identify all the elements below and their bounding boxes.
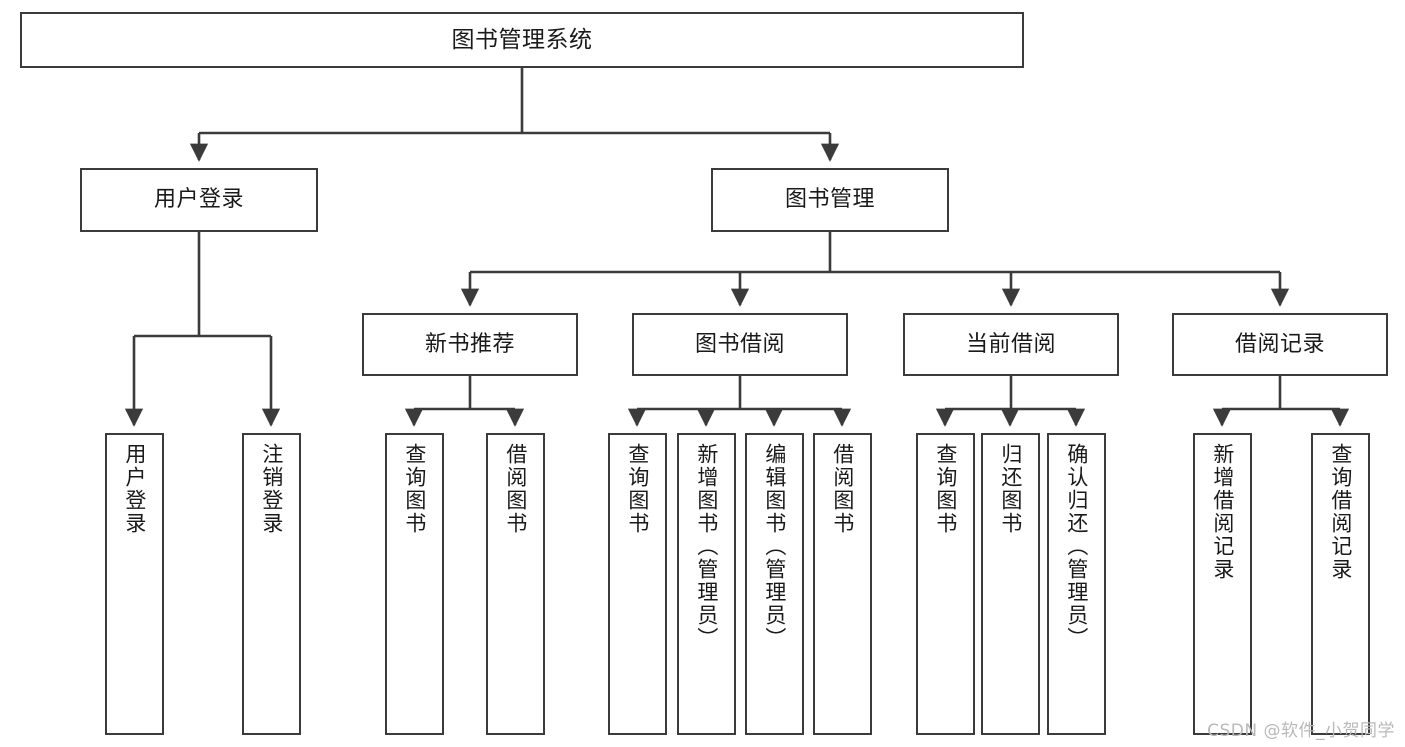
node-leaf-borrow-book-1-label: 借阅图书 bbox=[503, 443, 528, 535]
node-leaf-query-book-2-label: 查询图书 bbox=[625, 443, 650, 535]
node-leaf-confirm-return-label: 确认归还（管理员） bbox=[1064, 443, 1089, 650]
node-current-borrow-label: 当前借阅 bbox=[965, 331, 1056, 357]
node-borrow-record-label: 借阅记录 bbox=[1234, 331, 1325, 357]
node-current-borrow[interactable]: 当前借阅 bbox=[903, 313, 1119, 376]
node-leaf-return-book[interactable]: 归还图书 bbox=[981, 433, 1040, 735]
node-leaf-borrow-book-1[interactable]: 借阅图书 bbox=[486, 433, 545, 735]
node-leaf-return-book-label: 归还图书 bbox=[998, 443, 1023, 535]
node-leaf-add-record[interactable]: 新增借阅记录 bbox=[1193, 433, 1252, 735]
node-leaf-borrow-book-2-label: 借阅图书 bbox=[830, 443, 855, 535]
node-user-login-label: 用户登录 bbox=[153, 187, 244, 213]
node-leaf-user-login[interactable]: 用户登录 bbox=[105, 433, 164, 735]
node-user-login[interactable]: 用户登录 bbox=[80, 168, 318, 232]
node-leaf-query-book-2[interactable]: 查询图书 bbox=[608, 433, 667, 735]
node-leaf-add-book[interactable]: 新增图书（管理员） bbox=[677, 433, 736, 735]
node-root[interactable]: 图书管理系统 bbox=[20, 12, 1024, 68]
node-leaf-edit-book-label: 编辑图书（管理员） bbox=[762, 443, 787, 650]
watermark: CSDN @软件_小贺同学 bbox=[1207, 721, 1395, 741]
node-leaf-add-book-label: 新增图书（管理员） bbox=[694, 443, 719, 650]
node-leaf-confirm-return[interactable]: 确认归还（管理员） bbox=[1047, 433, 1106, 735]
node-book-manage[interactable]: 图书管理 bbox=[711, 168, 949, 232]
node-leaf-user-logout[interactable]: 注销登录 bbox=[242, 433, 301, 735]
node-leaf-borrow-book-2[interactable]: 借阅图书 bbox=[813, 433, 872, 735]
node-leaf-query-record[interactable]: 查询借阅记录 bbox=[1311, 433, 1370, 735]
node-book-borrow-label: 图书借阅 bbox=[694, 331, 785, 357]
node-leaf-add-record-label: 新增借阅记录 bbox=[1210, 443, 1235, 581]
node-leaf-query-book-3-label: 查询图书 bbox=[933, 443, 958, 535]
node-leaf-edit-book[interactable]: 编辑图书（管理员） bbox=[745, 433, 804, 735]
node-book-manage-label: 图书管理 bbox=[784, 187, 875, 213]
node-leaf-query-book-1-label: 查询图书 bbox=[402, 443, 427, 535]
node-new-book-rec-label: 新书推荐 bbox=[424, 331, 515, 357]
node-book-borrow[interactable]: 图书借阅 bbox=[632, 313, 848, 376]
node-leaf-user-logout-label: 注销登录 bbox=[259, 443, 284, 535]
node-leaf-query-book-1[interactable]: 查询图书 bbox=[385, 433, 444, 735]
node-borrow-record[interactable]: 借阅记录 bbox=[1172, 313, 1388, 376]
node-leaf-user-login-label: 用户登录 bbox=[122, 443, 147, 535]
node-leaf-query-record-label: 查询借阅记录 bbox=[1328, 443, 1353, 581]
node-leaf-query-book-3[interactable]: 查询图书 bbox=[916, 433, 975, 735]
node-new-book-rec[interactable]: 新书推荐 bbox=[362, 313, 578, 376]
node-root-label: 图书管理系统 bbox=[451, 26, 593, 53]
